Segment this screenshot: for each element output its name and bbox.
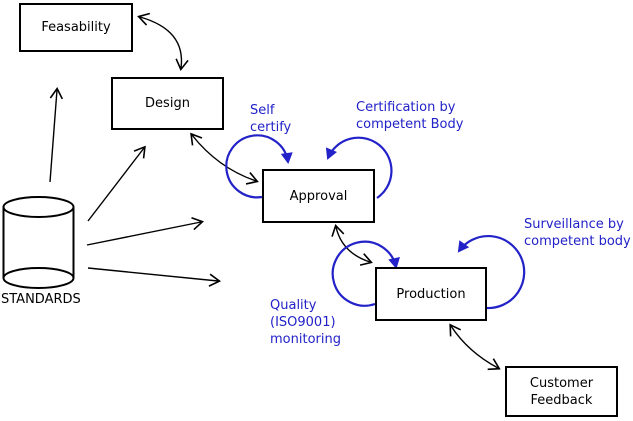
node-customer-feedback-label: Customer Feedback bbox=[529, 375, 594, 408]
node-production-label: Production bbox=[396, 286, 466, 302]
loop-quality-monitoring bbox=[331, 240, 400, 307]
edge-approval-production-arrow bbox=[331, 224, 373, 266]
node-approval-label: Approval bbox=[289, 188, 348, 204]
node-production: Production bbox=[375, 267, 487, 321]
annotation-quality-iso9001-monitoring: Quality (ISO9001) monitoring bbox=[270, 298, 341, 347]
edge-standards-approval-arrow bbox=[86, 217, 204, 246]
node-design-label: Design bbox=[145, 96, 190, 111]
standards-cylinder-shape bbox=[2, 196, 75, 289]
node-design: Design bbox=[111, 77, 224, 130]
annotation-surveillance-by-competent-body: Surveillance by competent body bbox=[524, 217, 631, 249]
loop-surveillance bbox=[457, 234, 526, 310]
edge-standards-feasability-arrow bbox=[49, 86, 64, 183]
edge-design-approval-arrow bbox=[190, 132, 259, 185]
loop-certification bbox=[325, 136, 393, 199]
edge-feasability-design-arrow bbox=[137, 12, 189, 72]
node-approval: Approval bbox=[262, 169, 375, 223]
edge-production-customer-feedback-arrow bbox=[449, 323, 501, 371]
annotation-certification-by-competent-body: Certification by competent Body bbox=[356, 100, 464, 132]
annotation-self-certify: Self certify bbox=[250, 103, 292, 135]
edge-standards-production-arrow bbox=[87, 267, 222, 287]
node-customer-feedback: Customer Feedback bbox=[505, 366, 618, 417]
node-feasability: Feasability bbox=[19, 3, 133, 52]
edge-standards-design-arrow bbox=[87, 145, 146, 222]
node-feasability-label: Feasability bbox=[41, 20, 111, 35]
standards-label: STANDARDS bbox=[1, 292, 81, 307]
loop-self-certify bbox=[225, 134, 293, 199]
